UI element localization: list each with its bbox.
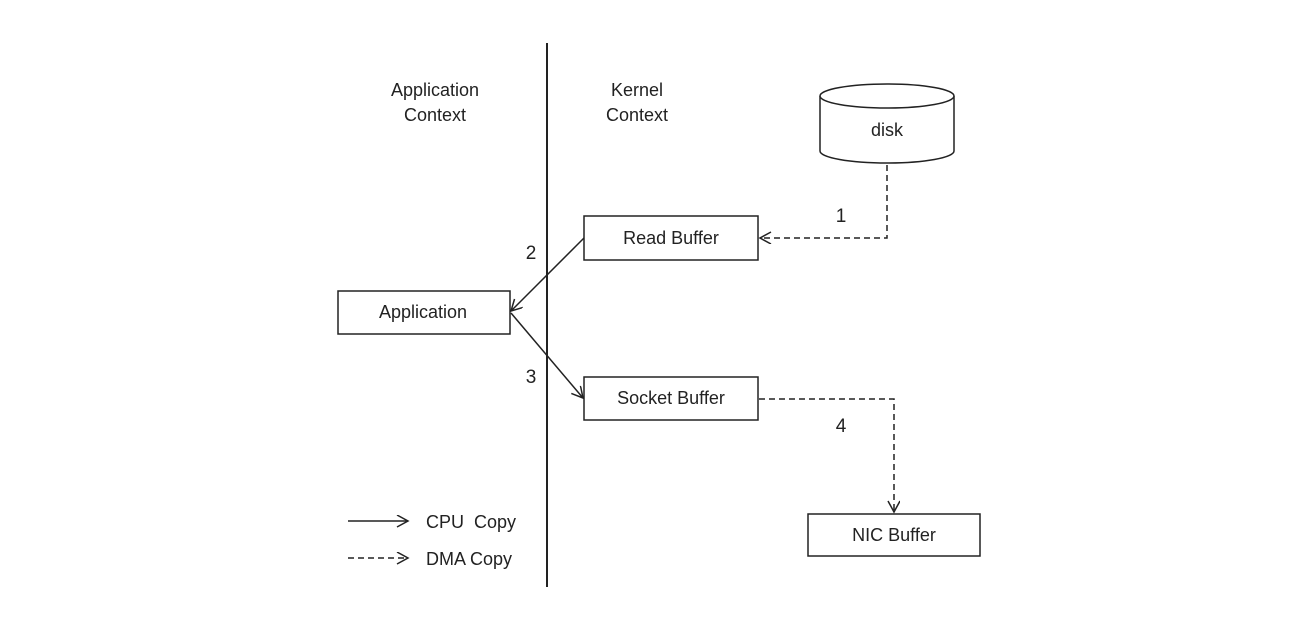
application-context-label-line2: Context xyxy=(404,105,466,125)
application-box xyxy=(337,290,511,335)
nic-buffer-node: NIC Buffer xyxy=(807,513,981,557)
kernel-context-label-line2: Context xyxy=(606,105,668,125)
step3-cpu-arrow xyxy=(510,312,583,398)
legend: CPU Copy DMA Copy xyxy=(348,512,516,569)
socket-buffer-box xyxy=(583,376,759,421)
application-label: Application xyxy=(379,302,467,322)
kernel-context-label-line1: Kernel xyxy=(611,80,663,100)
read-buffer-box xyxy=(583,215,759,261)
step-3-label: 3 xyxy=(526,367,537,388)
disk-cylinder-top xyxy=(819,83,955,109)
disk-node: disk xyxy=(819,83,955,164)
legend-cpu-copy-label: CPU Copy xyxy=(426,512,516,532)
legend-dma-copy-label: DMA Copy xyxy=(426,549,512,569)
socket-buffer-node: Socket Buffer xyxy=(583,376,759,421)
step-1-label: 1 xyxy=(836,206,847,227)
step1-dma-arrow xyxy=(760,165,888,238)
disk-cylinder-body xyxy=(819,96,955,164)
read-buffer-node: Read Buffer xyxy=(583,215,759,261)
step4-dma-arrow xyxy=(759,398,894,512)
step-4-label: 4 xyxy=(836,416,847,437)
socket-buffer-label: Socket Buffer xyxy=(617,388,725,408)
read-buffer-label: Read Buffer xyxy=(623,228,719,248)
application-context-label-line1: Application xyxy=(391,80,479,100)
step-2-label: 2 xyxy=(526,243,537,264)
nic-buffer-label: NIC Buffer xyxy=(852,525,936,545)
application-node: Application xyxy=(337,290,511,335)
disk-label: disk xyxy=(871,120,904,140)
nic-buffer-box xyxy=(807,513,981,557)
step2-cpu-arrow xyxy=(511,237,585,311)
